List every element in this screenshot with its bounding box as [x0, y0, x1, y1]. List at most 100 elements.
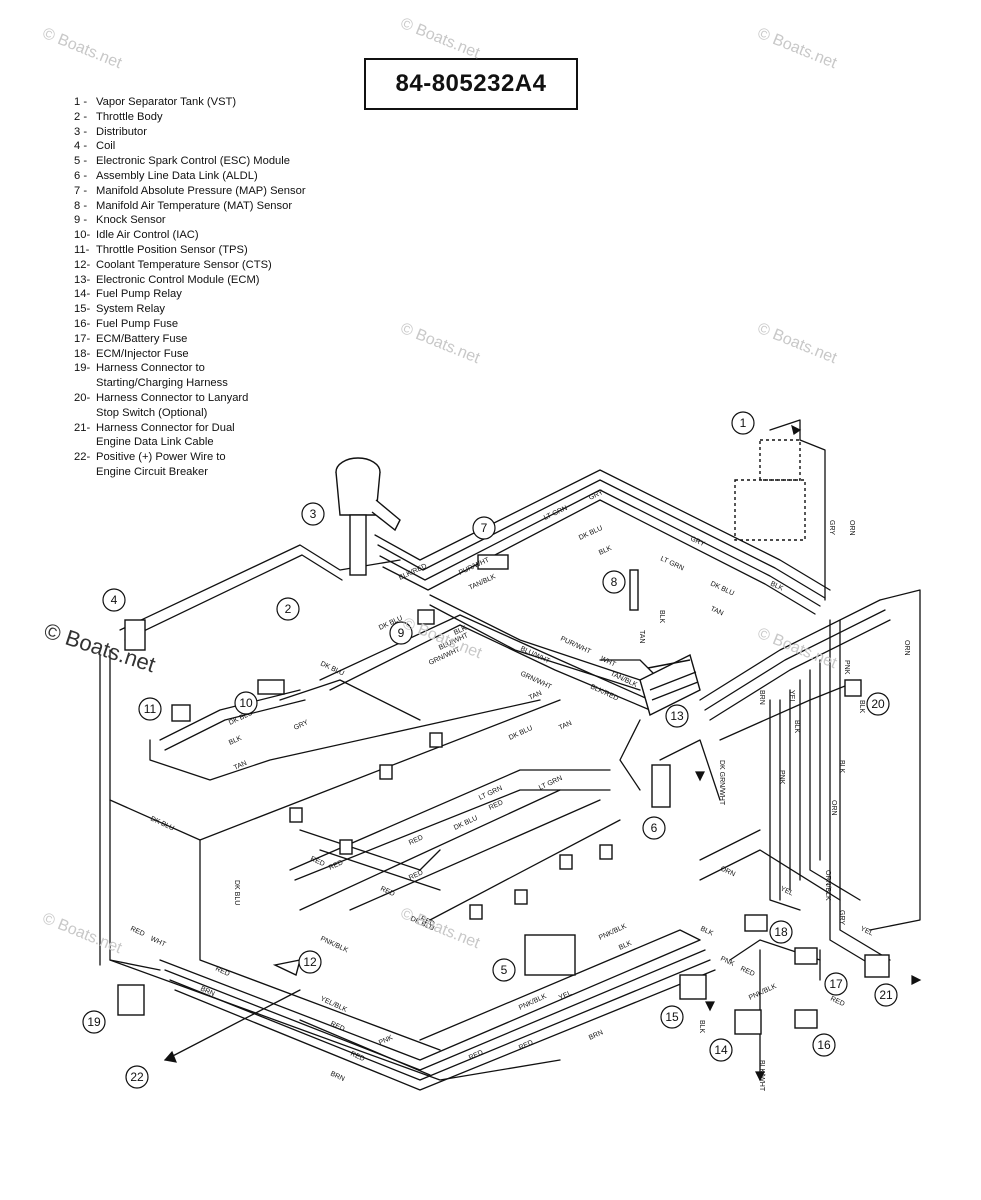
callout-2: 2: [276, 597, 300, 621]
wire-color-label: TAN: [709, 605, 724, 617]
wire-color-label: PNK/BLK: [748, 983, 778, 1002]
legend-number: 9 -: [74, 214, 88, 227]
callout-label: 5: [501, 963, 508, 977]
legend-item: 15-System Relay: [74, 302, 374, 317]
legend-item: 17-ECM/Battery Fuse: [74, 332, 374, 347]
wire-color-label: ORN: [903, 640, 910, 656]
wire-color-label: DK BLU: [233, 880, 240, 905]
tps-drawing: [171, 704, 191, 722]
wiring-harness: [99, 419, 921, 1091]
legend-item-continued: Engine Data Link Cable: [96, 436, 214, 449]
wire-color-label: DK BLU: [149, 815, 175, 832]
callout-label: 20: [871, 697, 885, 711]
legend-number: 6 -: [74, 169, 88, 182]
wire-color-label: GRN/WHT: [519, 670, 553, 691]
legend-text: Harness Connector to Lanyard: [96, 391, 249, 404]
legend-text: Manifold Air Temperature (MAT) Sensor: [96, 199, 293, 212]
aldl-drawing: [651, 764, 671, 808]
wire-color-label: GRY: [838, 910, 845, 925]
wire-color-label: TAN/BLK: [609, 670, 638, 689]
callout-19: 19: [82, 1010, 106, 1034]
legend-text: Distributor: [96, 125, 147, 138]
callout-label: 13: [670, 709, 684, 723]
legend-text: Electronic Spark Control (ESC) Module: [96, 155, 290, 168]
system-relay-drawing: [679, 974, 707, 1000]
wire-color-label: BLK/RED: [589, 683, 619, 702]
callout-20: 20: [866, 692, 890, 716]
arrow-6: [695, 771, 705, 782]
wire-color-label: RED: [739, 965, 755, 978]
wire-color-label: PUR/WHT: [559, 635, 592, 655]
callout-10: 10: [234, 691, 258, 715]
injector-2: [339, 839, 353, 855]
callout-label: 21: [879, 988, 893, 1002]
part-number-box: 84-805232A4: [364, 58, 578, 110]
callout-1: 1: [731, 411, 755, 435]
callout-14: 14: [709, 1038, 733, 1062]
wire-color-label: TAN: [558, 720, 573, 732]
callout-label: 1: [740, 416, 747, 430]
wire-color-label: RED: [408, 834, 424, 847]
legend-number: 4 -: [74, 140, 88, 153]
iac-drawing: [257, 679, 285, 695]
callout-label: 22: [130, 1070, 144, 1084]
legend-text: Electronic Control Module (ECM): [96, 273, 260, 286]
wire-color-label: PNK/BLK: [319, 935, 349, 954]
arrow-1: [791, 424, 802, 435]
wire-color-label: PNK/BLK: [598, 923, 628, 942]
legend-number: 8 -: [74, 199, 88, 212]
callout-label: 9: [398, 626, 405, 640]
legend-item: 21-Harness Connector for Dual: [74, 421, 374, 436]
wire-color-label: PNK/BLK: [518, 993, 548, 1012]
arrow-22: [163, 1050, 177, 1063]
legend-item: 11-Throttle Position Sensor (TPS): [74, 243, 374, 258]
callout-22: 22: [125, 1065, 149, 1089]
callout-6: 6: [642, 816, 666, 840]
legend-text: System Relay: [96, 303, 166, 316]
arrow-15: [705, 1001, 715, 1012]
wire-color-label: PNK: [843, 660, 850, 675]
legend-item: 13-Electronic Control Module (ECM): [74, 273, 374, 288]
wire-color-label: GRY: [293, 719, 310, 732]
legend-item: 2 -Throttle Body: [74, 110, 374, 125]
legend-number: 7 -: [74, 184, 88, 197]
legend-text: Harness Connector for Dual: [96, 421, 235, 434]
map-sensor-drawing: [477, 554, 509, 570]
ecm-battery-fuse-drawing: [794, 947, 818, 965]
wire-color-label: BLK: [618, 940, 633, 952]
wire-color-label: ORN: [848, 520, 855, 536]
wire-color-label: RED: [309, 855, 325, 868]
callout-5: 5: [492, 958, 516, 982]
callout-18: 18: [769, 920, 793, 944]
callout-4: 4: [102, 588, 126, 612]
callout-17: 17: [824, 972, 848, 996]
legend-item: 12- Coolant Temperature Sensor (CTS): [74, 258, 374, 273]
wire-color-label: RED: [518, 1039, 534, 1052]
wire-color-label: BRN: [588, 1029, 604, 1042]
legend-item: 16-Fuel Pump Fuse: [74, 317, 374, 332]
legend-item: 18-ECM/Injector Fuse: [74, 347, 374, 362]
coil-drawing: [124, 619, 146, 651]
wire-color-label: RED: [408, 869, 424, 882]
legend-text: Assembly Line Data Link (ALDL): [96, 169, 258, 182]
legend-text: Coolant Temperature Sensor (CTS): [96, 258, 272, 271]
part-number: 84-805232A4: [395, 70, 547, 97]
legend-item: 6 - Assembly Line Data Link (ALDL): [74, 169, 374, 184]
wire-color-label: ORN: [719, 865, 736, 878]
legend-text: Vapor Separator Tank (VST): [96, 96, 237, 108]
fuel-pump-relay-drawing: [734, 1009, 762, 1035]
wire-color-label: DK BLU: [709, 580, 735, 597]
wire-color-label: GRY: [588, 489, 605, 502]
injector-5: [559, 854, 573, 870]
wire-color-label: LT GRN: [659, 555, 685, 572]
legend-number: 14-: [74, 288, 91, 301]
legend-number: 12-: [74, 258, 91, 271]
knock-sensor-drawing: [417, 609, 435, 625]
callout-label: 3: [310, 507, 317, 521]
injector-8: [599, 844, 613, 860]
wire-color-label: BRN: [758, 690, 765, 705]
legend-number: 16-: [74, 317, 91, 330]
wire-color-label: RED: [468, 1049, 484, 1062]
